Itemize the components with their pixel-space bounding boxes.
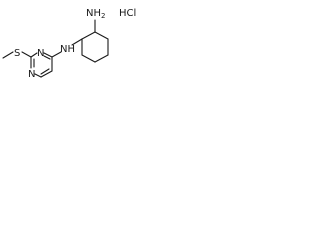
salt-label: HCl (119, 8, 136, 19)
bond-c4-nh (51, 51, 62, 58)
structure-canvas: S N N NH NH2 HCl (0, 0, 146, 98)
ring-n-top-label: N (37, 48, 44, 59)
amine-nh2-subscript: 2 (101, 12, 105, 20)
bond-cy-c1-c2 (81, 31, 96, 40)
bond-c5-c6 (40, 70, 53, 78)
amine-nh2-text: NH (86, 8, 101, 19)
amine-nh2-label: NH2 (86, 8, 105, 20)
bond-cy-c5-c6 (81, 54, 96, 63)
bond-methyl-sulfur (2, 51, 14, 59)
bond-c2-n3 (30, 52, 38, 58)
bond-n3-c4-double (43, 55, 51, 60)
ring-n-bottom-label: N (28, 69, 35, 80)
chemical-structure: S N N NH NH2 HCl (2, 8, 136, 80)
bond-cy-c2-c3 (94, 31, 109, 40)
bond-n3-c4 (43, 52, 53, 58)
bond-cy-c4-c5 (94, 54, 109, 63)
bond-c5-c6-double (40, 68, 50, 75)
sulfur-label: S (14, 48, 20, 59)
bond-sulfur-c2 (21, 51, 32, 58)
bond-c6-n1 (34, 73, 42, 78)
amine-nh-label: NH (60, 44, 75, 55)
bond-nh-c1 (71, 38, 83, 46)
